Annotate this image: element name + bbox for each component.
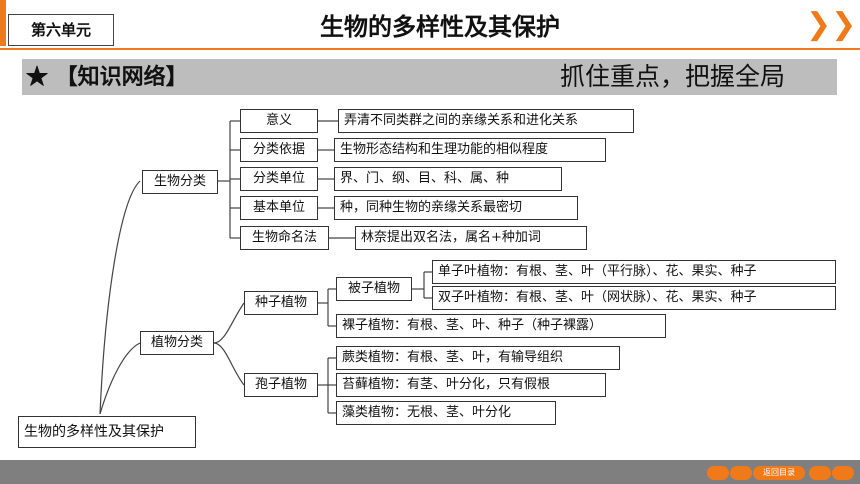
node-basis: 分类依据 [240, 138, 318, 162]
detail-mosses: 苔藓植物：有茎、叶分化，只有假根 [336, 373, 606, 397]
previous-page-button[interactable] [730, 466, 752, 480]
root-node: 生物的多样性及其保护 [18, 416, 196, 448]
node-units: 分类单位 [240, 167, 318, 191]
unit-label: 第六单元 [8, 14, 114, 46]
banner-slogan: 抓住重点，把握全局 [560, 62, 786, 91]
node-basic-unit: 基本单位 [240, 196, 318, 220]
last-page-button[interactable] [832, 466, 854, 480]
detail-nomenclature: 林奈提出双名法，属名+种加词 [355, 226, 587, 250]
header-divider [0, 48, 860, 50]
page-title: 生物的多样性及其保护 [320, 13, 560, 41]
detail-units: 界、门、纲、目、科、属、种 [334, 167, 562, 191]
node-seed-plants: 种子植物 [244, 291, 318, 315]
forward-chevrons-icon[interactable]: ❯❯❯ [806, 7, 860, 42]
node-spore-plants: 孢子植物 [244, 373, 318, 397]
next-page-button[interactable] [809, 466, 831, 480]
detail-ferns: 蕨类植物：有根、茎、叶，有输导组织 [336, 346, 620, 370]
header-bar [0, 0, 860, 54]
node-nomenclature: 生物命名法 [240, 226, 329, 250]
node-angiosperms: 被子植物 [336, 277, 412, 301]
detail-gymnosperms: 裸子植物：有根、茎、叶、种子（种子裸露） [336, 314, 666, 338]
section-banner [22, 59, 837, 95]
first-page-button[interactable] [707, 466, 729, 480]
detail-basic-unit: 种，同种生物的亲缘关系最密切 [334, 196, 578, 220]
banner-heading: ★ 【知识网络】 [26, 64, 188, 90]
node-classification: 生物分类 [142, 170, 218, 194]
header-accent-strip [0, 0, 6, 46]
detail-basis: 生物形态结构和生理功能的相似程度 [334, 138, 606, 162]
detail-monocots: 单子叶植物：有根、茎、叶（平行脉）、花、果实、种子 [432, 260, 836, 284]
node-plant-classification: 植物分类 [140, 331, 214, 355]
detail-significance: 弄清不同类群之间的亲缘关系和进化关系 [338, 109, 634, 133]
detail-dicots: 双子叶植物：有根、茎、叶（网状脉）、花、果实、种子 [432, 286, 836, 310]
return-to-contents-button[interactable]: 返回目录 [753, 466, 805, 480]
node-significance: 意义 [240, 109, 318, 133]
detail-algae: 藻类植物：无根、茎、叶分化 [336, 401, 556, 425]
